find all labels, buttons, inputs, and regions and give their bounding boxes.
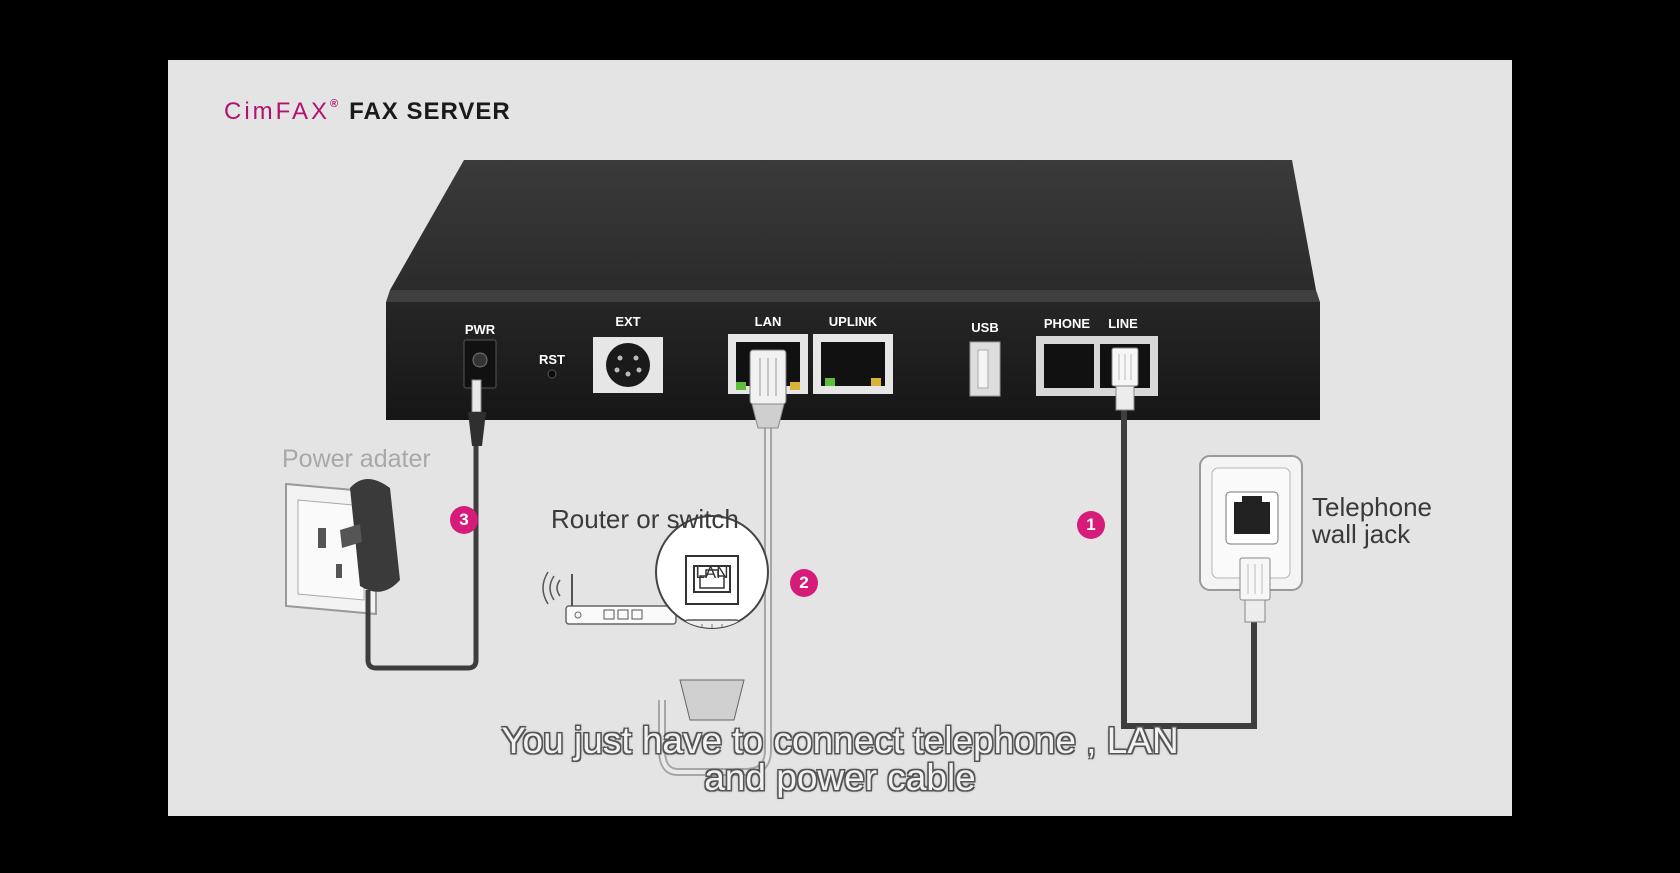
- diagram-frame: CimFAX® FAX SERVER PWR RST EXT LAN UPLINK…: [168, 60, 1512, 816]
- phone-line-ports: [1036, 336, 1158, 396]
- lan-plug: [749, 349, 787, 429]
- usb-label: USB: [971, 320, 999, 335]
- telephone-wall-jack: [1199, 455, 1303, 623]
- step-1-badge: 1: [1077, 511, 1105, 539]
- reset-button: [547, 369, 557, 379]
- line-plug: [1111, 347, 1139, 411]
- power-adapter-label: Power adater: [282, 445, 431, 473]
- usb-port: [969, 341, 1001, 397]
- wall-jack-label: Telephone wall jack: [1312, 494, 1432, 548]
- phone-cable: [1121, 410, 1257, 729]
- brand-header: CimFAX® FAX SERVER: [224, 98, 511, 126]
- router-label: Router or switch: [551, 504, 739, 534]
- ext-port: [593, 337, 663, 393]
- router-lan-port-label: LAN: [695, 563, 729, 582]
- step-2-badge: 2: [790, 569, 818, 597]
- caption-line-2: and power cable: [704, 757, 976, 798]
- power-plug: [468, 379, 486, 446]
- power-adapter: [340, 479, 400, 592]
- video-caption: You just have to connect telephone , LAN…: [168, 722, 1512, 796]
- lan-label: LAN: [754, 314, 782, 329]
- rst-label: RST: [539, 352, 565, 367]
- power-cable: [365, 444, 479, 671]
- uplink-label: UPLINK: [828, 314, 878, 329]
- wall-jack-label-line2: wall jack: [1312, 519, 1411, 549]
- router-lan-zoom: [655, 515, 769, 721]
- brand-logo: CimFAX: [224, 98, 331, 125]
- product-name: FAX SERVER: [349, 98, 511, 125]
- phone-label: PHONE: [1043, 316, 1091, 331]
- device-edge: [386, 290, 1320, 302]
- wall-jack-label-line1: Telephone: [1312, 492, 1432, 522]
- pwr-label: PWR: [464, 322, 496, 337]
- caption-line-1: You just have to connect telephone , LAN: [501, 720, 1179, 761]
- line-label: LINE: [1108, 316, 1138, 331]
- ext-label: EXT: [615, 314, 641, 329]
- step-3-badge: 3: [450, 506, 478, 534]
- device-top: [390, 160, 1316, 290]
- uplink-port: [813, 334, 893, 394]
- registered-mark: ®: [330, 98, 340, 110]
- fax-server-device: [386, 160, 1320, 420]
- pwr-port: [463, 339, 497, 389]
- fax-server-connection-diagram: [285, 160, 1320, 776]
